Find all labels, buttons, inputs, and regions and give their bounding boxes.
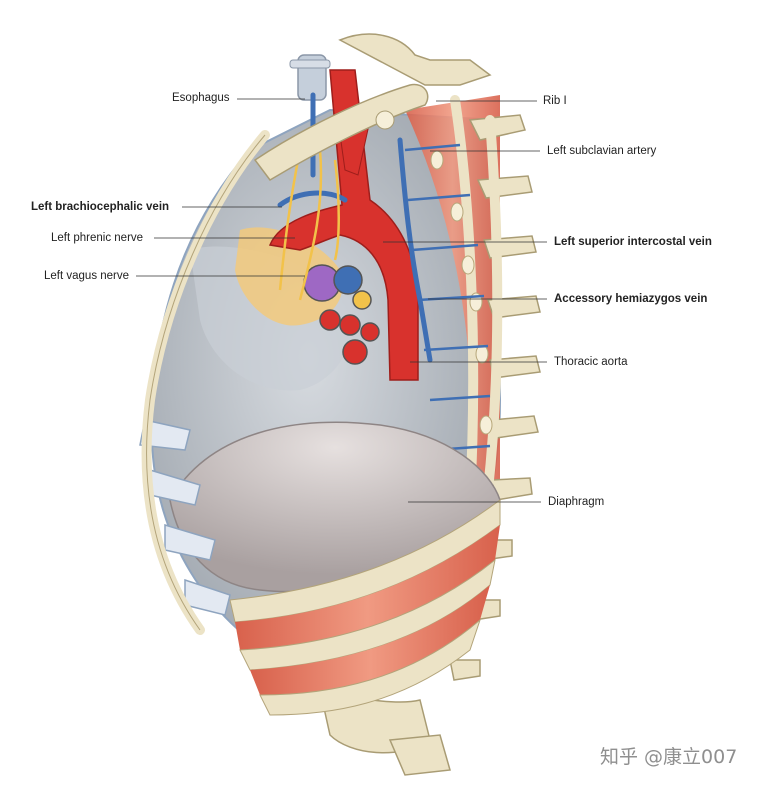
leader-lines bbox=[136, 98, 547, 503]
pulmonary-vessels bbox=[303, 264, 380, 365]
rib-i-shape bbox=[253, 83, 429, 181]
label-left-subclavian-artery: Left subclavian artery bbox=[547, 145, 657, 157]
label-left-superior-intercostal-vein: Left superior intercostal vein bbox=[554, 236, 712, 248]
trachea-rings bbox=[289, 59, 331, 69]
pericardial-fat bbox=[235, 227, 343, 326]
label-left-vagus-nerve: Left vagus nerve bbox=[44, 270, 130, 282]
anterior-ribs bbox=[229, 499, 501, 716]
label-left-brachiocephalic-vein: Left brachiocephalic vein bbox=[31, 201, 170, 213]
label-diaphragm: Diaphragm bbox=[548, 496, 605, 508]
posterior-ribs bbox=[450, 95, 503, 505]
thoracic-aorta-shape bbox=[268, 69, 419, 381]
rib-i-tubercle bbox=[375, 110, 395, 130]
nerves bbox=[278, 149, 340, 301]
label-rib-i: Rib I bbox=[543, 95, 567, 107]
label-esophagus: Esophagus bbox=[172, 92, 230, 104]
watermark: 知乎 @康立007 bbox=[600, 746, 738, 768]
label-thoracic-aorta: Thoracic aorta bbox=[554, 356, 628, 368]
label-left-phrenic-nerve: Left phrenic nerve bbox=[51, 232, 144, 244]
label-accessory-hemiazygos-vein: Accessory hemiazygos vein bbox=[554, 293, 708, 305]
